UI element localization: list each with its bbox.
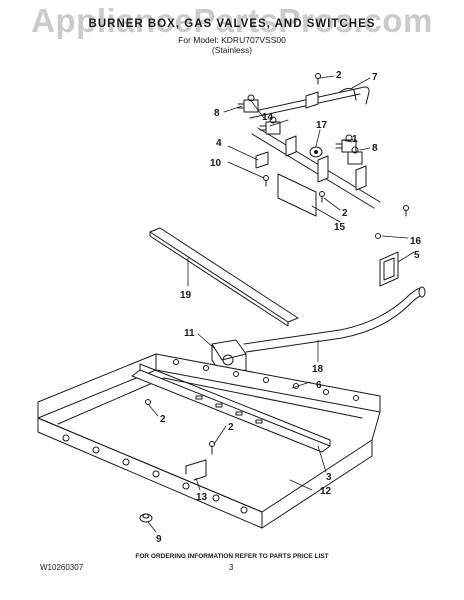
callout-2d: 2 xyxy=(228,422,234,433)
callout-2c: 2 xyxy=(160,414,166,425)
callout-16: 16 xyxy=(410,236,422,247)
callout-8b: 8 xyxy=(372,143,378,154)
document-number: W10260307 xyxy=(40,563,84,572)
callout-3: 3 xyxy=(326,472,332,483)
callout-8: 8 xyxy=(214,108,220,119)
callout-4: 4 xyxy=(216,138,222,149)
gas-valve-left xyxy=(237,94,259,113)
callout-2: 2 xyxy=(336,70,342,81)
model-info: For Model: KDRU707VSS00 (Stainless) xyxy=(0,35,464,55)
gas-valve-rear xyxy=(347,146,363,165)
burner-box-strip xyxy=(149,227,299,327)
model-line: For Model: KDRU707VSS00 xyxy=(178,35,286,45)
box-screw-icon xyxy=(145,399,215,455)
callout-5: 5 xyxy=(414,250,420,261)
page-number: 3 xyxy=(229,563,234,572)
callout-12: 12 xyxy=(320,486,332,497)
callout-19: 19 xyxy=(180,290,192,301)
callout-labels: 2 7 8 14 17 1 8 4 10 2 15 16 5 19 11 18 … xyxy=(156,70,422,545)
callout-14: 14 xyxy=(262,112,274,123)
screw-icon xyxy=(263,73,409,239)
callout-15: 15 xyxy=(334,222,346,233)
ordering-note: FOR ORDERING INFORMATION REFER TO PARTS … xyxy=(135,553,329,560)
callout-2b: 2 xyxy=(342,208,348,219)
switch-cover-plate xyxy=(277,173,317,217)
leader-lines xyxy=(147,75,415,533)
gas-valve-center xyxy=(259,116,281,135)
mounting-bracket xyxy=(379,251,399,287)
callout-1: 1 xyxy=(352,134,358,145)
burner-box xyxy=(37,353,381,529)
callout-7: 7 xyxy=(372,72,378,83)
callout-13: 13 xyxy=(196,492,208,503)
page-title: BURNER BOX, GAS VALVES, AND SWITCHES xyxy=(88,18,376,30)
callout-11: 11 xyxy=(184,328,195,339)
gas-supply-tube xyxy=(243,286,426,353)
leveling-foot xyxy=(139,513,153,523)
valve-bracket xyxy=(255,91,367,191)
model-variant: (Stainless) xyxy=(211,45,253,55)
callout-10: 10 xyxy=(210,158,222,169)
callout-17: 17 xyxy=(316,120,328,131)
callout-9: 9 xyxy=(156,534,162,545)
callout-18: 18 xyxy=(312,364,324,375)
callout-6: 6 xyxy=(316,380,322,391)
ignition-switch xyxy=(309,146,323,158)
box-support-bracket xyxy=(185,459,207,481)
